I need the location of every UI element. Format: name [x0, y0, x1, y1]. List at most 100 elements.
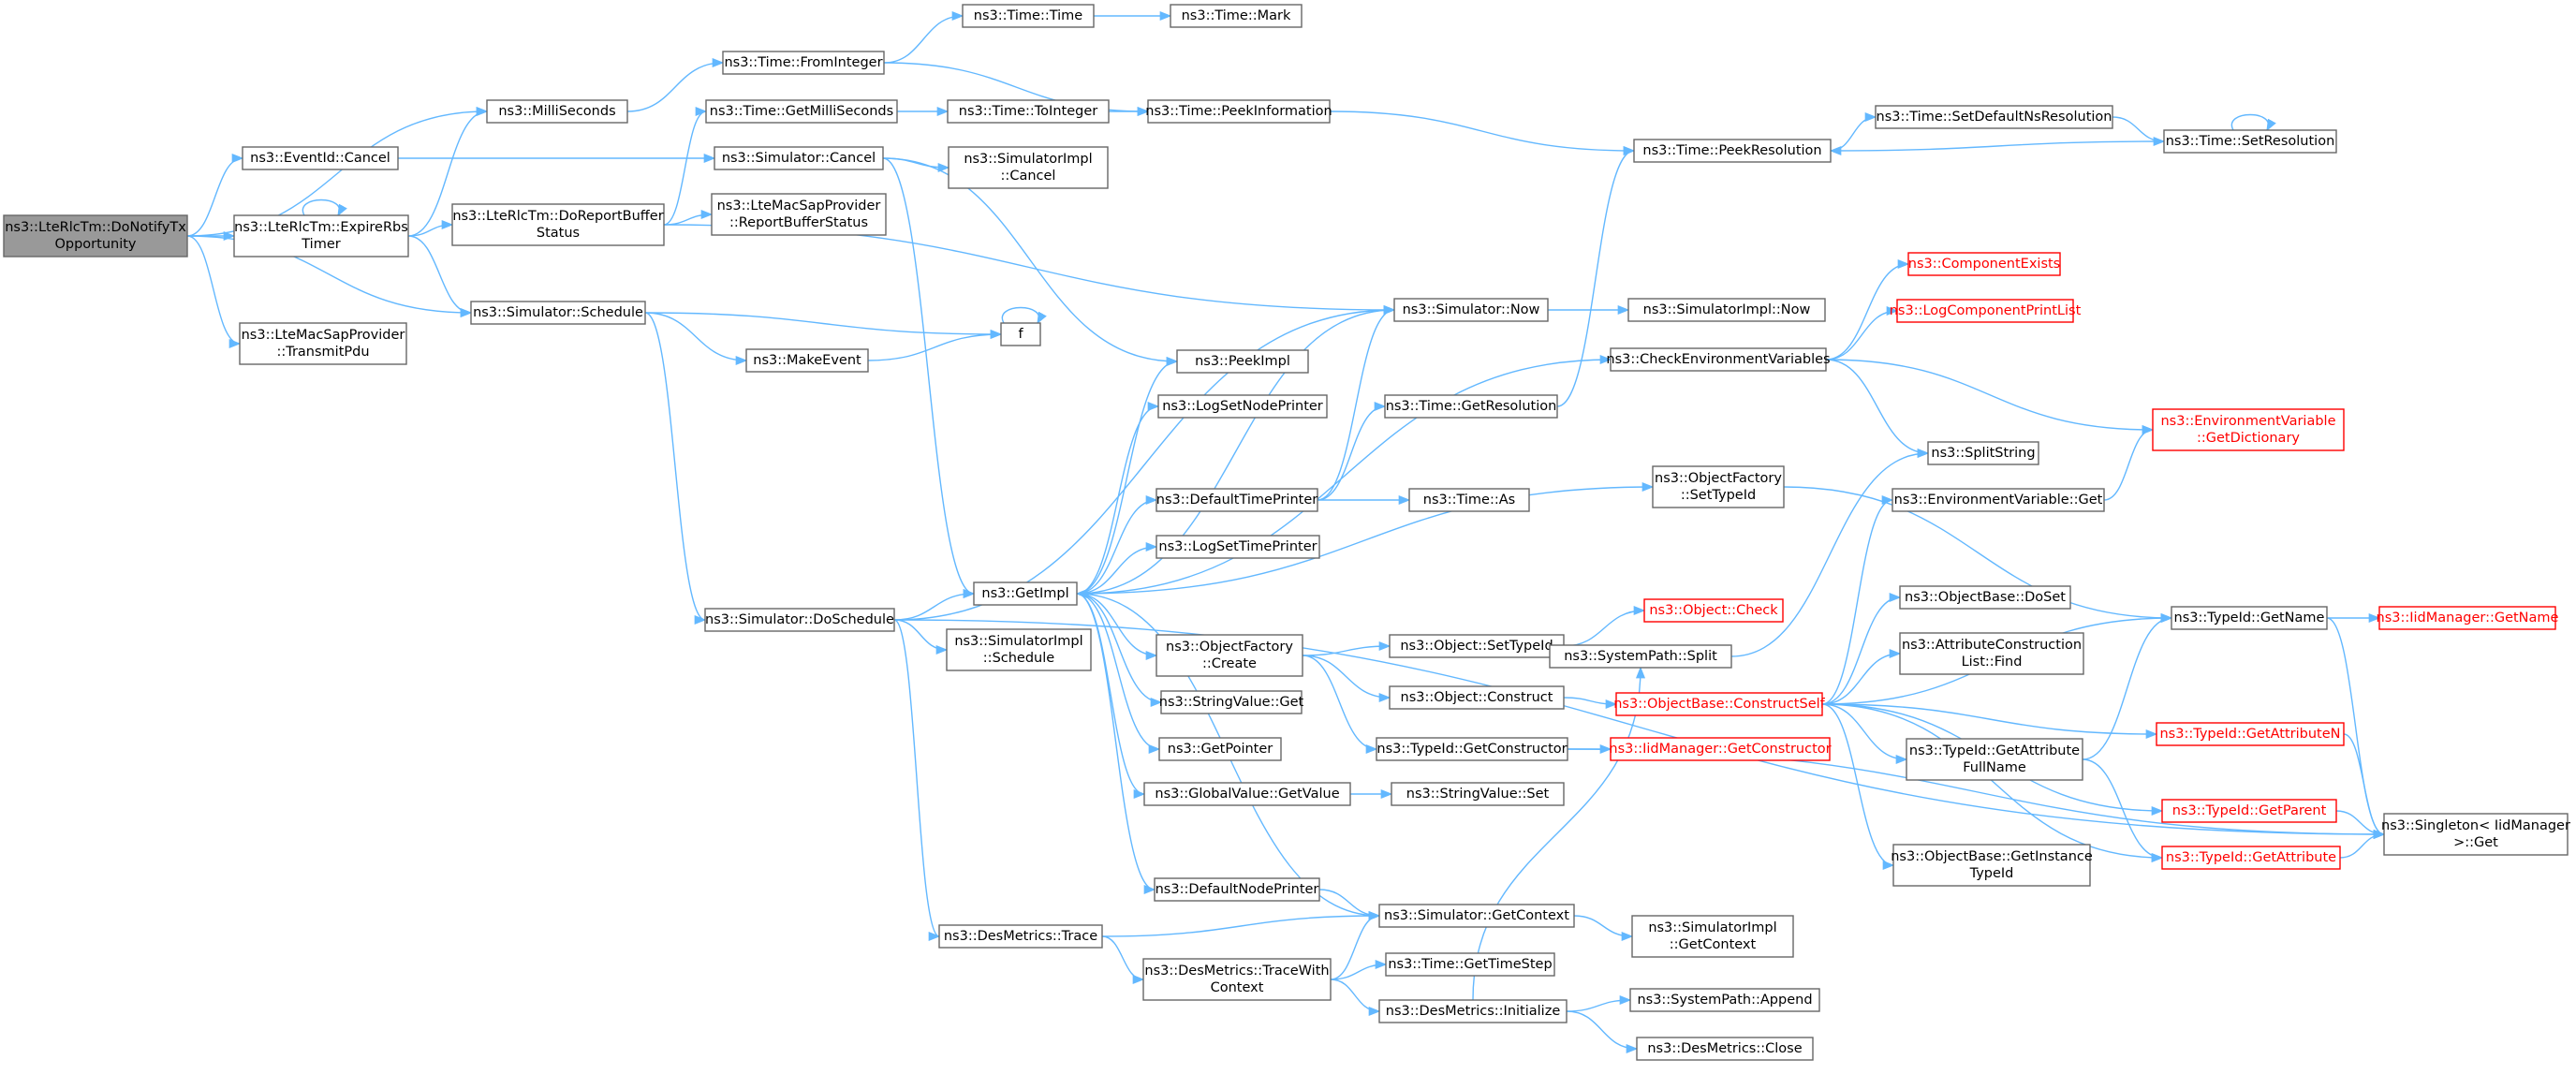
- node-box: [1643, 598, 1784, 623]
- node-box: [2161, 799, 2337, 823]
- node-label: ns3::Time::PeekResolution: [1642, 143, 1821, 158]
- node-label: ns3::EnvironmentVariable: [2160, 414, 2335, 429]
- node-simimplcancel[interactable]: ns3::SimulatorImpl::Cancel: [948, 146, 1109, 189]
- node-strvalget[interactable]: ns3::StringValue::Get: [1159, 690, 1304, 714]
- node-simcancel[interactable]: ns3::Simulator::Cancel: [714, 146, 884, 170]
- node-iidgetctor[interactable]: ns3::IidManager::GetConstructor: [1609, 737, 1832, 761]
- node-objsettype[interactable]: ns3::Object::SetTypeId: [1389, 634, 1565, 658]
- node-box: [714, 146, 884, 170]
- node-desmclose[interactable]: ns3::DesMetrics::Close: [1636, 1037, 1814, 1061]
- node-timegetstep[interactable]: ns3::Time::GetTimeStep: [1385, 952, 1555, 977]
- node-strvalset[interactable]: ns3::StringValue::Set: [1391, 782, 1565, 806]
- edge-doschedule-to-desmtrace: [893, 619, 941, 941]
- node-box: [1631, 915, 1794, 958]
- node-box: [1906, 738, 2083, 781]
- node-sched[interactable]: ns3::Simulator::Schedule: [470, 301, 646, 325]
- node-setdefns[interactable]: ns3::Time::SetDefaultNsResolution: [1875, 105, 2113, 129]
- node-typegetname[interactable]: ns3::TypeId::GetName: [2171, 606, 2328, 630]
- node-deftimeprinter[interactable]: ns3::DefaultTimePrinter: [1156, 488, 1318, 512]
- edge-expire-to-sched: [407, 235, 473, 318]
- node-desmtrace[interactable]: ns3::DesMetrics::Trace: [938, 924, 1103, 949]
- node-typegetctor[interactable]: ns3::TypeId::GetConstructor: [1376, 737, 1568, 761]
- node-typegetattrn[interactable]: ns3::TypeId::GetAttributeN: [2156, 722, 2345, 746]
- node-peekres[interactable]: ns3::Time::PeekResolution: [1633, 139, 1832, 163]
- node-simimplnow[interactable]: ns3::SimulatorImpl::Now: [1627, 298, 1826, 322]
- edge-simgetctx-to-simimplgetctx: [1573, 915, 1634, 942]
- node-label: ns3::ObjectBase::DoSet: [1905, 590, 2066, 605]
- node-transmit[interactable]: ns3::LteMacSapProvider::TransmitPdu: [239, 322, 407, 365]
- node-simimplgetctx[interactable]: ns3::SimulatorImpl::GetContext: [1631, 915, 1794, 958]
- edge-constructself-to-objbasedoset: [1821, 592, 1902, 705]
- node-globalgetvalue[interactable]: ns3::GlobalValue::GetValue: [1143, 782, 1351, 806]
- node-simimplsched[interactable]: ns3::SimulatorImpl::Schedule: [946, 628, 1092, 671]
- node-timetime[interactable]: ns3::Time::Time: [962, 4, 1095, 28]
- node-box: [1143, 782, 1351, 806]
- node-envget[interactable]: ns3::EnvironmentVariable::Get: [1892, 488, 2105, 512]
- node-label: >::Get: [2453, 835, 2498, 850]
- node-logsettime[interactable]: ns3::LogSetTimePrinter: [1156, 535, 1320, 559]
- node-evcancel[interactable]: ns3::EventId::Cancel: [242, 146, 399, 170]
- node-syspathsplit[interactable]: ns3::SystemPath::Split: [1549, 644, 1732, 669]
- node-f[interactable]: f: [1000, 322, 1041, 346]
- node-box: [1156, 634, 1303, 677]
- node-label: ns3::DesMetrics::Close: [1647, 1041, 1802, 1056]
- node-peekinfo[interactable]: ns3::Time::PeekInformation: [1145, 99, 1332, 124]
- node-setres[interactable]: ns3::Time::SetResolution: [2163, 129, 2337, 154]
- node-objbasedoset[interactable]: ns3::ObjectBase::DoSet: [1899, 585, 2071, 610]
- edge-desmtrace-to-desmtracectx: [1101, 935, 1145, 985]
- node-fromint[interactable]: ns3::Time::FromInteger: [722, 51, 885, 75]
- node-box: [1391, 782, 1565, 806]
- node-desminit[interactable]: ns3::DesMetrics::Initialize: [1378, 999, 1568, 1023]
- node-compexists[interactable]: ns3::ComponentExists: [1907, 252, 2061, 276]
- node-logcomp[interactable]: ns3::LogComponentPrintList: [1890, 299, 2082, 323]
- node-envgetdict[interactable]: ns3::EnvironmentVariable::GetDictionary: [2152, 408, 2345, 451]
- node-peekimpl[interactable]: ns3::PeekImpl: [1176, 349, 1309, 374]
- node-defnodeprinter[interactable]: ns3::DefaultNodePrinter: [1154, 877, 1320, 902]
- node-makeevent[interactable]: ns3::MakeEvent: [745, 348, 869, 373]
- node-label: Timer: [301, 237, 340, 252]
- node-label: ns3::Object::Construct: [1401, 690, 1553, 705]
- node-label: ns3::Time::Time: [974, 8, 1083, 23]
- edge-constructself-to-typegetattr: [1821, 703, 2164, 863]
- node-label: ns3::Time::SetDefaultNsResolution: [1877, 110, 2112, 125]
- node-simnow[interactable]: ns3::Simulator::Now: [1393, 298, 1549, 322]
- node-objfacsettype[interactable]: ns3::ObjectFactory::SetTypeId: [1652, 465, 1785, 508]
- node-logsetnode[interactable]: ns3::LogSetNodePrinter: [1157, 394, 1328, 419]
- edge-objfacsettype-to-typegetname: [1783, 486, 2173, 624]
- node-label: ns3::SystemPath::Append: [1637, 993, 1812, 1008]
- node-objcheck[interactable]: ns3::Object::Check: [1643, 598, 1784, 623]
- node-label: List::Find: [1962, 655, 2023, 670]
- node-timeas[interactable]: ns3::Time::As: [1408, 488, 1530, 512]
- node-label: ns3::GlobalValue::GetValue: [1155, 787, 1339, 802]
- node-checkenv[interactable]: ns3::CheckEnvironmentVariables: [1606, 347, 1831, 372]
- node-getpointer[interactable]: ns3::GetPointer: [1158, 737, 1282, 761]
- node-typegetattr[interactable]: ns3::TypeId::GetAttribute: [2161, 846, 2341, 870]
- node-toint[interactable]: ns3::Time::ToInteger: [947, 99, 1110, 124]
- node-millis[interactable]: ns3::MilliSeconds: [486, 99, 628, 124]
- node-getimpl[interactable]: ns3::GetImpl: [973, 581, 1078, 606]
- node-reportbuf[interactable]: ns3::LteMacSapProvider::ReportBufferStat…: [711, 193, 887, 236]
- edge-envget-to-envgetdict: [2103, 424, 2155, 501]
- node-box: [242, 146, 399, 170]
- node-typegetparent[interactable]: ns3::TypeId::GetParent: [2161, 799, 2337, 823]
- node-gettmill[interactable]: ns3::Time::GetMilliSeconds: [705, 99, 898, 124]
- node-splitstring[interactable]: ns3::SplitString: [1927, 441, 2039, 465]
- node-singleton[interactable]: ns3::Singleton< IidManager>::Get: [2381, 813, 2570, 856]
- node-timemark[interactable]: ns3::Time::Mark: [1170, 4, 1303, 28]
- node-objfaccreate[interactable]: ns3::ObjectFactory::Create: [1156, 634, 1303, 677]
- node-simgetctx[interactable]: ns3::Simulator::GetContext: [1378, 904, 1575, 928]
- node-label: ns3::Time::PeekInformation: [1145, 104, 1332, 119]
- node-syspathappend[interactable]: ns3::SystemPath::Append: [1629, 988, 1820, 1012]
- node-doschedule[interactable]: ns3::Simulator::DoSchedule: [704, 608, 895, 632]
- node-constructself[interactable]: ns3::ObjectBase::ConstructSelf: [1613, 692, 1826, 716]
- node-objconstruct[interactable]: ns3::Object::Construct: [1389, 685, 1565, 710]
- node-iidgetname[interactable]: ns3::IidManager::GetName: [2377, 606, 2559, 630]
- node-timegetres[interactable]: ns3::Time::GetResolution: [1384, 394, 1558, 419]
